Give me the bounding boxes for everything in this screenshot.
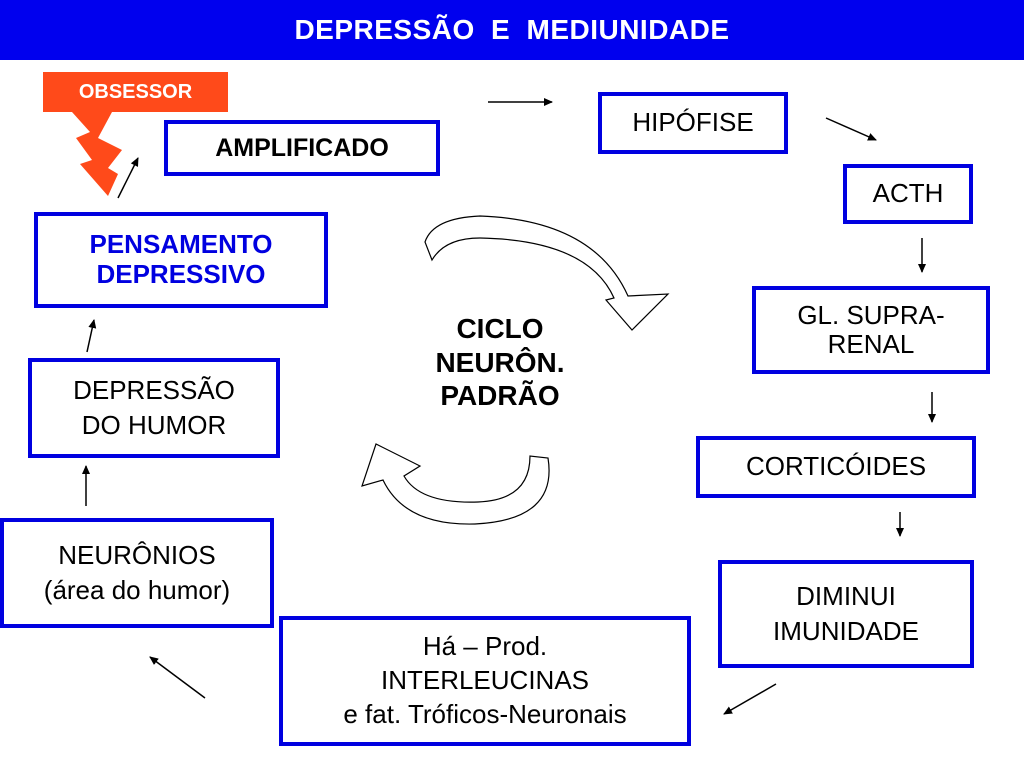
interleucinas-line-3: e fat. Tróficos-Neuronais: [343, 698, 627, 729]
cycle-arrow-upper-icon: [424, 215, 670, 331]
center-line-3: PADRÃO: [440, 380, 560, 412]
arrow-hipofise-to-acth: [825, 117, 877, 141]
interleucinas-line-1: Há – Prod.: [422, 631, 548, 662]
center-line-2: NEURÔN.: [435, 346, 565, 378]
page-title: DEPRESSÃO E MEDIUNIDADE: [294, 14, 730, 45]
supra-renal-line-1: GL. SUPRA-: [797, 300, 945, 331]
pensamento-line-1: PENSAMENTO: [89, 229, 273, 260]
diminui-imunidade-box: DIMINUI IMUNIDADE: [718, 560, 974, 668]
supra-renal-box: GL. SUPRA- RENAL: [752, 286, 990, 374]
corticoides-box: CORTICÓIDES: [696, 436, 976, 498]
cycle-arrow-lower-icon: [361, 443, 550, 525]
amplificado-box: AMPLIFICADO: [164, 120, 440, 176]
pensamento-line-2: DEPRESSIVO: [96, 259, 266, 289]
hipofise-box: HIPÓFISE: [598, 92, 788, 154]
arrow-pensamento-to-amplificado: [117, 157, 139, 199]
center-line-1: CICLO: [456, 313, 544, 344]
obsessor-label: OBSESSOR: [43, 72, 228, 112]
amplificado-text: AMPLIFICADO: [215, 133, 389, 162]
depressao-line-1: DEPRESSÃO: [73, 374, 235, 405]
imunidade-line-2: IMUNIDADE: [773, 616, 919, 646]
depressao-humor-box: DEPRESSÃO DO HUMOR: [28, 358, 280, 458]
neuronios-line-2: (área do humor): [43, 575, 231, 605]
corticoides-text: CORTICÓIDES: [745, 451, 927, 482]
arrow-interleucinas-to-neuronios: [149, 656, 206, 699]
arrow-imunidade-to-interleucinas: [723, 683, 777, 715]
neuronios-box: NEURÔNIOS (área do humor): [0, 518, 274, 628]
interleucinas-box: Há – Prod. INTERLEUCINAS e fat. Tróficos…: [279, 616, 691, 746]
title-bar: DEPRESSÃO E MEDIUNIDADE: [0, 0, 1024, 60]
pensamento-depressivo-box: PENSAMENTO DEPRESSIVO: [34, 212, 328, 308]
acth-box: ACTH: [843, 164, 973, 224]
interleucinas-line-2: INTERLEUCINAS: [380, 665, 590, 696]
supra-renal-line-2: RENAL: [827, 329, 915, 359]
arrow-depressao-to-pensamento: [86, 319, 97, 353]
neuronios-line-1: NEURÔNIOS: [58, 539, 216, 570]
lightning-bolt-icon: [72, 112, 122, 196]
depressao-line-2: DO HUMOR: [81, 410, 227, 440]
acth-text: ACTH: [872, 178, 944, 209]
ciclo-neuron-padrao-label: CICLO NEURÔN. PADRÃO: [400, 312, 600, 413]
imunidade-line-1: DIMINUI: [796, 580, 896, 611]
hipofise-text: HIPÓFISE: [632, 107, 754, 138]
